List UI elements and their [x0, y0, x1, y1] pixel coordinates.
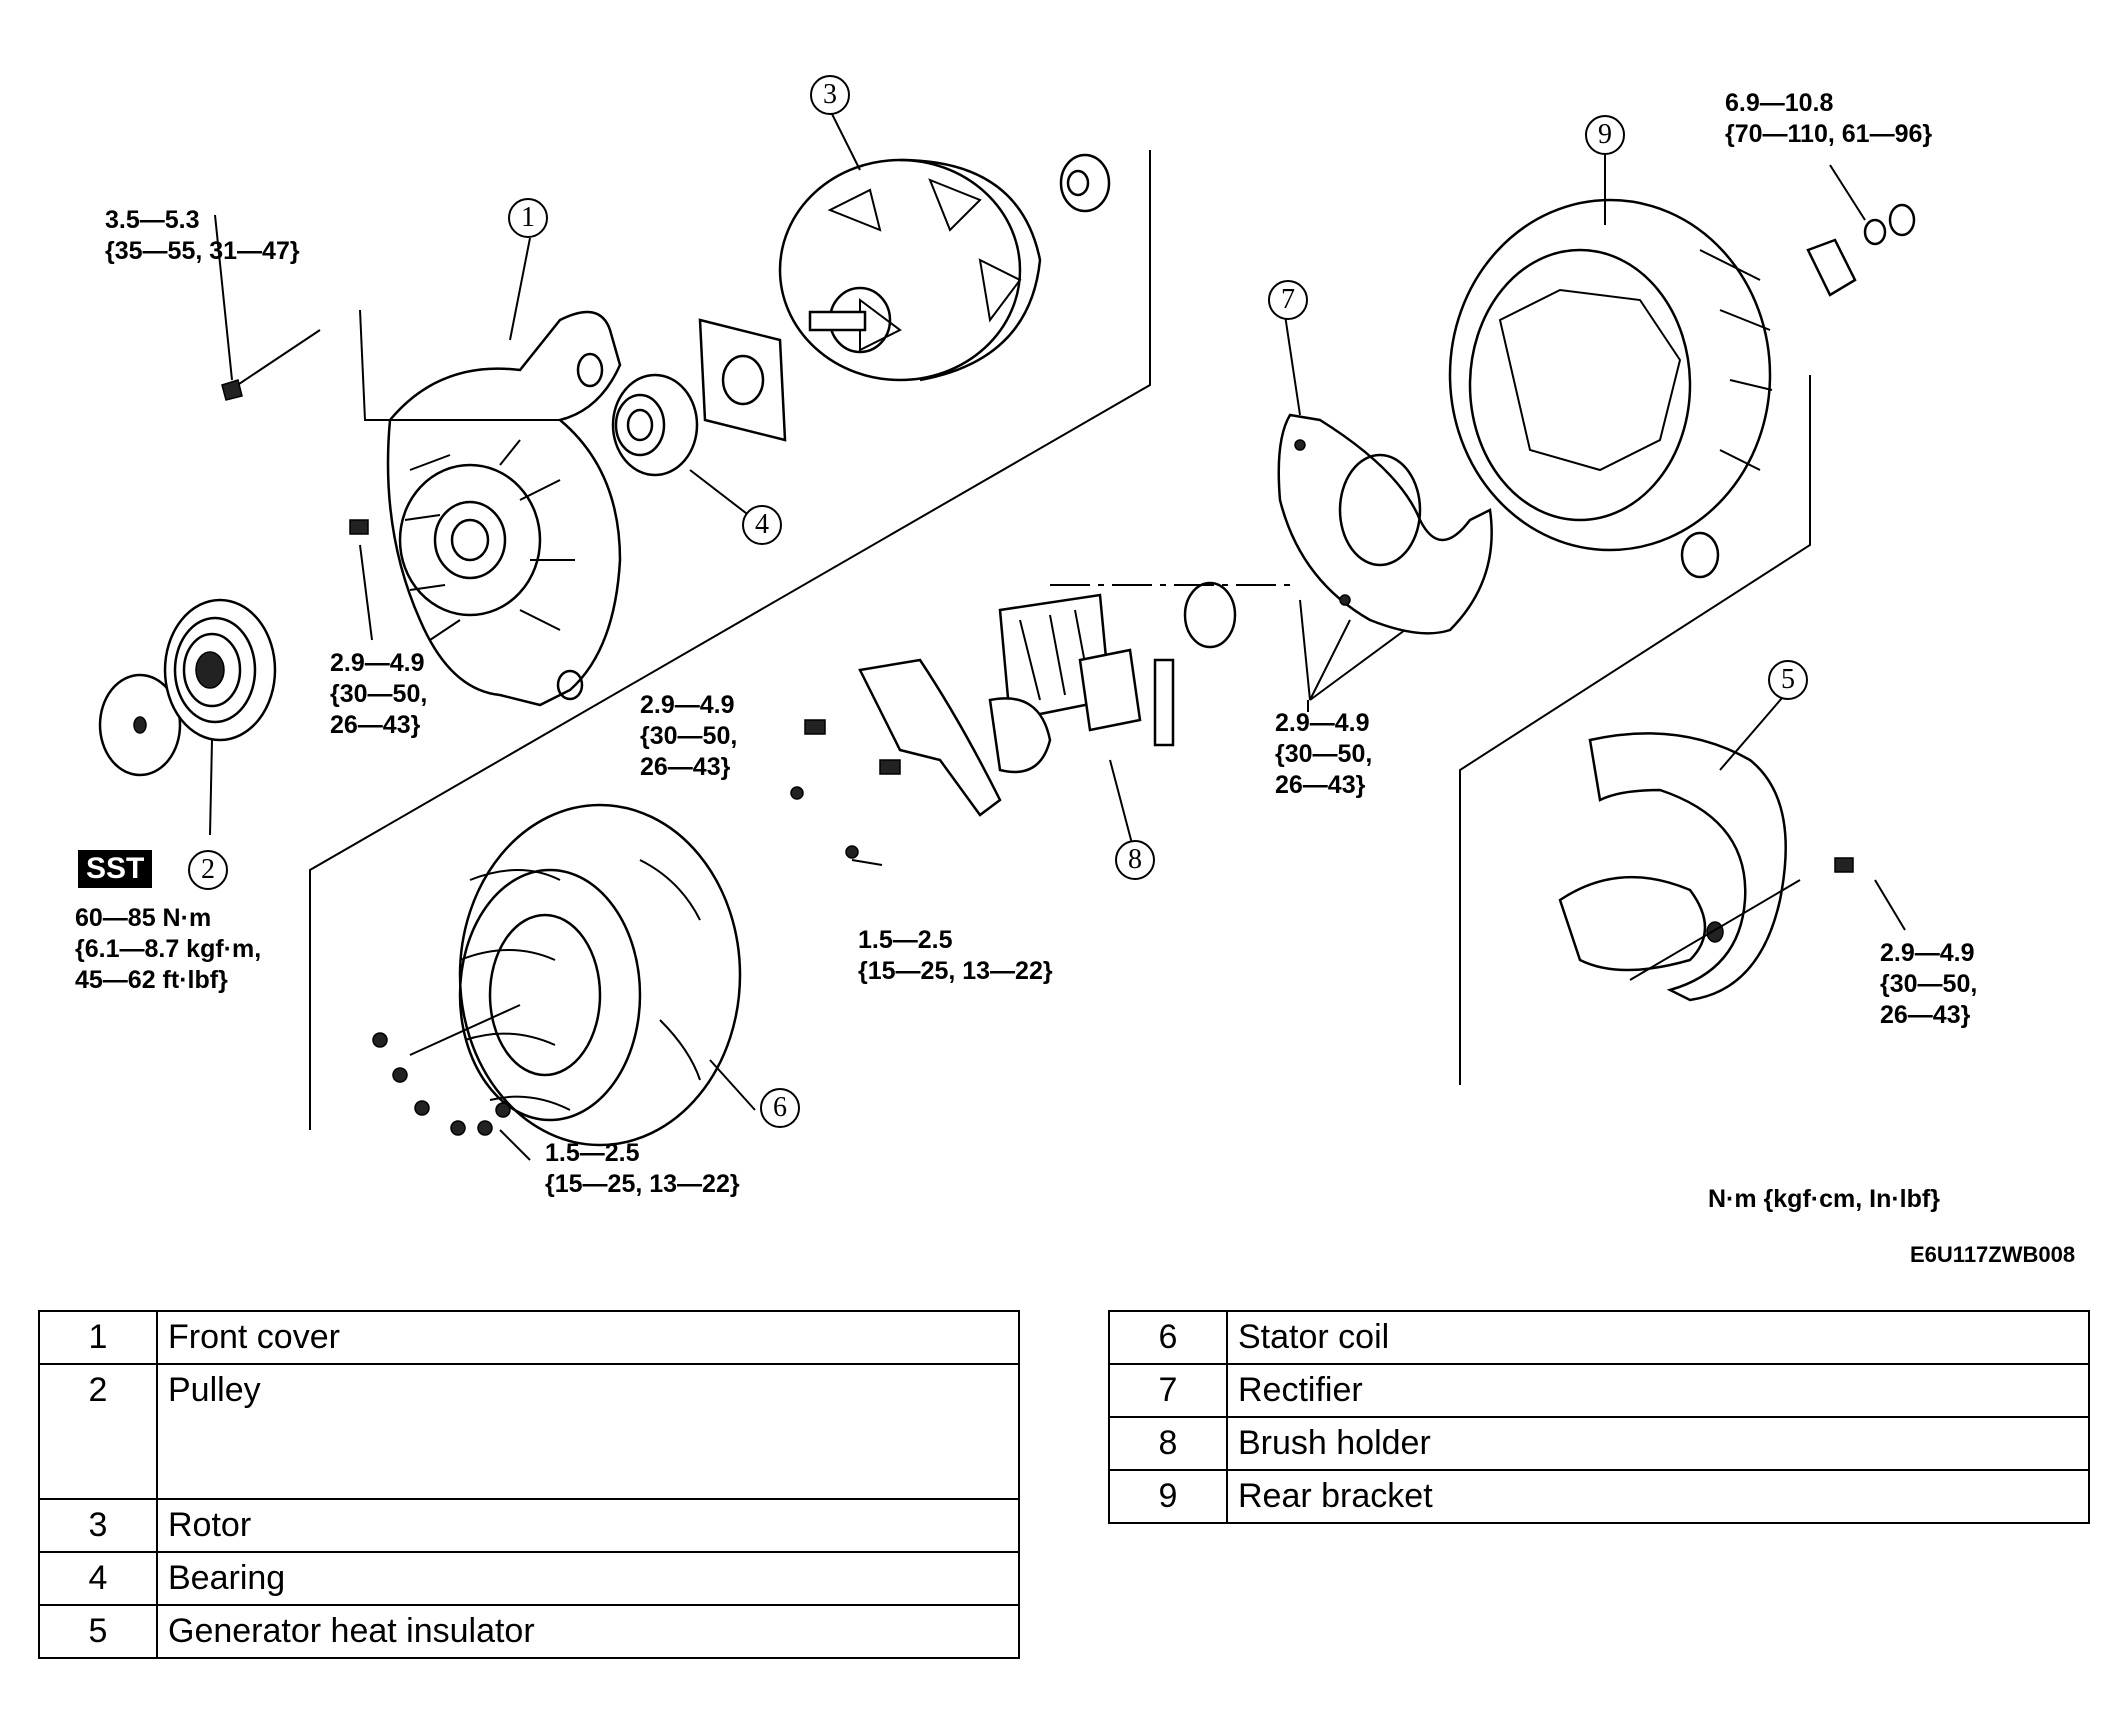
- assembly-guide-lines: [309, 150, 1811, 1130]
- brush-screws-drawing: [790, 719, 901, 859]
- callout-8: 8: [1115, 840, 1155, 880]
- part-name: Front cover: [156, 1310, 1020, 1365]
- regulator-plate-drawing: [858, 658, 1002, 817]
- part-number: 2: [38, 1363, 158, 1500]
- terminal-drawing: [1806, 203, 1916, 297]
- torque-stator-screws: 1.5—2.5{15—25, 13—22}: [545, 1139, 740, 1198]
- heat-insulator-drawing: [1558, 732, 1787, 1002]
- bearing-drawing: [611, 373, 699, 477]
- table-row: 7 Rectifier: [1108, 1363, 2090, 1418]
- rectifier-drawing: [1277, 413, 1493, 635]
- stator-coil-drawing: [458, 803, 742, 1147]
- part-number: 8: [1108, 1416, 1228, 1471]
- pulley-ribbed-drawing: [163, 598, 277, 742]
- table-row: 2 Pulley: [38, 1363, 1020, 1500]
- part-number: 5: [38, 1604, 158, 1659]
- table-row: 9 Rear bracket: [1108, 1469, 2090, 1524]
- part-name: Pulley: [156, 1363, 1020, 1500]
- callout-5: 5: [1768, 660, 1808, 700]
- torque-brush-small-screw: 1.5—2.5{15—25, 13—22}: [858, 926, 1053, 985]
- torque-terminal-nut: 6.9—10.8{70—110, 61—96}: [1725, 89, 1933, 148]
- table-row: 8 Brush holder: [1108, 1416, 2090, 1471]
- part-name: Rectifier: [1226, 1363, 2090, 1418]
- callout-9: 9: [1585, 115, 1625, 155]
- rear-bracket-drawing: [1448, 198, 1773, 579]
- snap-ring-drawing: [1183, 581, 1237, 649]
- part-number: 1: [38, 1310, 158, 1365]
- table-row: 4 Bearing: [38, 1551, 1020, 1606]
- stator-screws-drawing: [372, 1032, 511, 1136]
- part-number: 9: [1108, 1469, 1228, 1524]
- callout-2: 2: [188, 850, 228, 890]
- part-number: 7: [1108, 1363, 1228, 1418]
- leader-lines: [209, 109, 1906, 1161]
- brush-drawing: [1153, 658, 1175, 747]
- exploded-view-diagram: [98, 109, 1916, 1161]
- torque-front-bolt: 3.5—5.3{35—55, 31—47}: [105, 206, 300, 265]
- parts-table-right: 6 Stator coil 7 Rectifier 8 Brush holder…: [1108, 1310, 2090, 1524]
- part-name: Generator heat insulator: [156, 1604, 1020, 1659]
- rotor-drawing: [778, 158, 1042, 382]
- torque-front-screw: 2.9—4.9{30—50,26—43}: [330, 649, 428, 739]
- front-cover-drawing: [386, 310, 622, 707]
- part-name: Brush holder: [1226, 1416, 2090, 1471]
- rotor-rear-bearing-drawing: [1059, 153, 1111, 213]
- callout-4: 4: [742, 505, 782, 545]
- torque-units-note: N·m {kgf·cm, In·lbf}: [1708, 1185, 1940, 1213]
- part-name: Rotor: [156, 1498, 1020, 1553]
- front-bolt-drawing: [229, 329, 321, 391]
- parts-table-left: 1 Front cover 2 Pulley 3 Rotor 4 Bearing…: [38, 1310, 1020, 1659]
- torque-brush-screw: 2.9—4.9{30—50,26—43}: [640, 691, 738, 781]
- table-row: 5 Generator heat insulator: [38, 1604, 1020, 1659]
- torque-insulator-screw: 2.9—4.9{30—50,26—43}: [1880, 939, 1978, 1029]
- bearing-retainer-plate-drawing: [698, 318, 787, 442]
- table-row: 6 Stator coil: [1108, 1310, 2090, 1365]
- callout-1: 1: [508, 198, 548, 238]
- part-name: Stator coil: [1226, 1310, 2090, 1365]
- part-name: Rear bracket: [1226, 1469, 2090, 1524]
- torque-rectifier: 2.9—4.9{30—50,26—43}: [1275, 709, 1373, 799]
- part-number: 3: [38, 1498, 158, 1553]
- figure-id: E6U117ZWB008: [1910, 1242, 2076, 1267]
- sst-badge: SST: [78, 850, 153, 888]
- callout-7: 7: [1268, 280, 1308, 320]
- callout-6: 6: [760, 1088, 800, 1128]
- part-name: Bearing: [156, 1551, 1020, 1606]
- brush-holder-drawing: [988, 593, 1142, 774]
- part-number: 4: [38, 1551, 158, 1606]
- torque-pulley-nut: 60—85 N·m{6.1—8.7 kgf·m,45—62 ft·lbf}: [75, 904, 262, 994]
- table-row: 3 Rotor: [38, 1498, 1020, 1553]
- part-number: 6: [1108, 1310, 1228, 1365]
- callout-3: 3: [810, 75, 850, 115]
- table-row: 1 Front cover: [38, 1310, 1020, 1365]
